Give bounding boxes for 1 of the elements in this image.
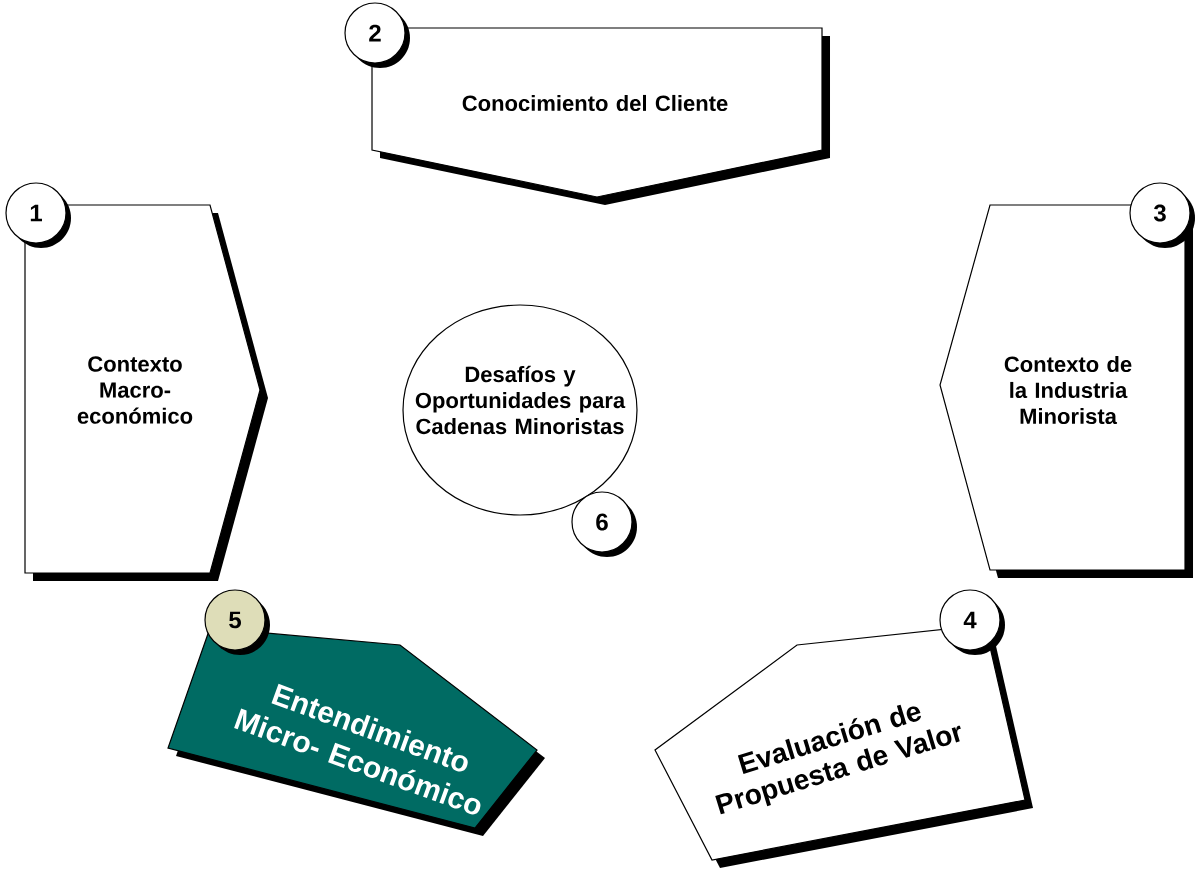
node-label: 3 — [1153, 204, 1166, 222]
